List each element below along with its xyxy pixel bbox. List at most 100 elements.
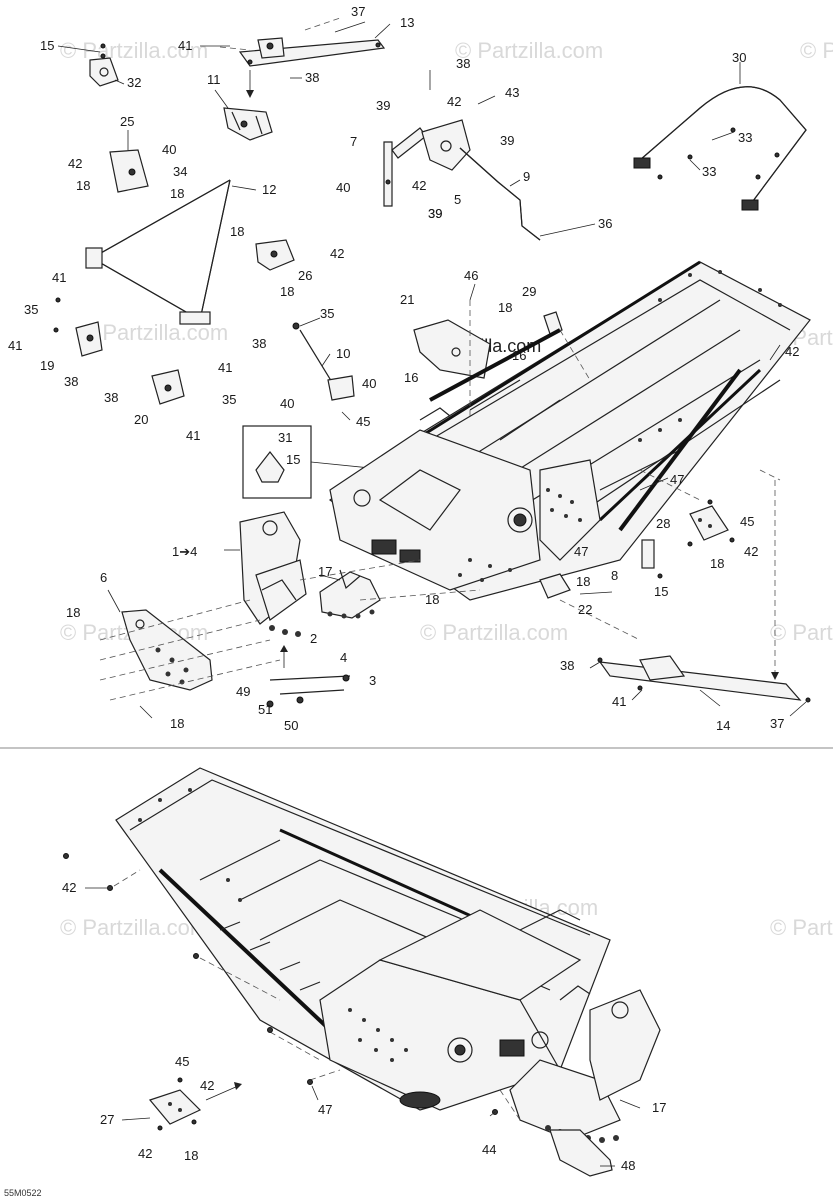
callout: 51 xyxy=(258,702,272,717)
callout: 15 xyxy=(654,584,668,599)
callout: 27 xyxy=(100,1112,114,1127)
callout: 5 xyxy=(454,192,461,207)
callout: 18 xyxy=(425,592,439,607)
callout: 36 xyxy=(598,216,612,231)
callout: 41 xyxy=(8,338,22,353)
callout: 38 xyxy=(252,336,266,351)
watermark: © Partzilla.com xyxy=(770,620,833,645)
callout: 16 xyxy=(404,370,418,385)
callout: 18 xyxy=(498,300,512,315)
callout: 19 xyxy=(40,358,54,373)
callout: 41 xyxy=(218,360,232,375)
callout: 4 xyxy=(340,650,347,665)
callout: 15 xyxy=(40,38,54,53)
callout: 41 xyxy=(178,38,192,53)
part-5-bracket xyxy=(421,119,471,171)
watermark: © Partzilla.com xyxy=(60,38,208,63)
callout: 47 xyxy=(574,544,588,559)
callout: 38 xyxy=(104,390,118,405)
bottom-assembly xyxy=(63,767,661,1177)
callout: 47 xyxy=(670,472,684,487)
callout: 40 xyxy=(362,376,376,391)
callout: 18 xyxy=(280,284,294,299)
callout: 20 xyxy=(134,412,148,427)
callout: 18 xyxy=(76,178,90,193)
callout: 17 xyxy=(318,564,332,579)
callout: 18 xyxy=(230,224,244,239)
callout: 26 xyxy=(298,268,312,283)
callout: 1➔4 xyxy=(172,544,197,559)
callout: 18 xyxy=(66,605,80,620)
callout: 47 xyxy=(318,1102,332,1117)
callout: 39 xyxy=(500,133,514,148)
callout: 3 xyxy=(369,673,376,688)
callout: 38 xyxy=(64,374,78,389)
part-8-bar xyxy=(641,539,663,579)
callout: 49 xyxy=(236,684,250,699)
assembly-lines xyxy=(299,300,781,641)
diagram-code: 55M0522 xyxy=(4,1188,42,1198)
callout: 22 xyxy=(578,602,592,617)
part-32-bracket xyxy=(89,43,119,87)
part-26-bracket xyxy=(255,239,295,271)
part-6-plate xyxy=(99,599,281,701)
callout: 38 xyxy=(305,70,319,85)
part-7-arm xyxy=(383,127,427,207)
part-30-bumper xyxy=(633,86,807,211)
callout: 9 xyxy=(523,169,530,184)
callout: 42 xyxy=(62,880,76,895)
frame-holes xyxy=(458,270,782,582)
callout: 17 xyxy=(652,1100,666,1115)
callouts-bottom: 42 45 42 27 47 42 18 44 17 48 xyxy=(62,880,666,1173)
callout: 29 xyxy=(522,284,536,299)
part-19-bracket xyxy=(53,297,103,357)
callout: 33 xyxy=(702,164,716,179)
callout: 35 xyxy=(320,306,334,321)
callout: 21 xyxy=(400,292,414,307)
callout: 41 xyxy=(612,694,626,709)
bolt-row xyxy=(269,625,301,637)
callout: 40 xyxy=(336,180,350,195)
watermark: © Partzilla.com xyxy=(770,915,833,940)
main-frame-bottom xyxy=(115,767,611,1111)
callout: 13 xyxy=(400,15,414,30)
part-9-arm xyxy=(459,147,541,241)
callout: 35 xyxy=(24,302,38,317)
callout: 38 xyxy=(560,658,574,673)
callout: 12 xyxy=(262,182,276,197)
callout: 33 xyxy=(738,130,752,145)
part-27-bracket xyxy=(148,1077,242,1131)
callout: 45 xyxy=(356,414,370,429)
part-10-rod xyxy=(292,322,355,401)
callout: 45 xyxy=(175,1054,189,1069)
callout: 40 xyxy=(162,142,176,157)
callout: 28 xyxy=(656,516,670,531)
callout: 18 xyxy=(184,1148,198,1163)
watermark: © Partzilla.com xyxy=(60,915,208,940)
part-12-aframe xyxy=(85,149,231,325)
callout: 8 xyxy=(611,568,618,583)
callout: 46 xyxy=(464,268,478,283)
callout: 11 xyxy=(207,72,221,87)
callout: 10 xyxy=(336,346,350,361)
callout: 42 xyxy=(412,178,426,193)
callout: 16 xyxy=(512,348,526,363)
part-17-bracket xyxy=(319,569,381,619)
callout: 15 xyxy=(286,452,300,467)
callout: 41 xyxy=(52,270,66,285)
callout: 18 xyxy=(576,574,590,589)
callout: 30 xyxy=(732,50,746,65)
part-1-4-bracket xyxy=(239,511,307,637)
callout: 39 xyxy=(428,206,442,221)
top-assembly xyxy=(53,17,811,719)
callout: 35 xyxy=(222,392,236,407)
watermark: © Partzilla.com xyxy=(420,620,568,645)
axle-pins xyxy=(266,645,351,708)
rail-strip xyxy=(618,368,742,532)
leader-lines xyxy=(57,21,807,719)
callout: 39 xyxy=(428,206,442,221)
part-11-bracket xyxy=(223,107,273,141)
callouts-top: 37 13 15 41 38 32 11 38 30 43 39 42 7 39… xyxy=(8,4,799,733)
callout: 42 xyxy=(330,246,344,261)
part-21-bracket xyxy=(413,319,491,379)
